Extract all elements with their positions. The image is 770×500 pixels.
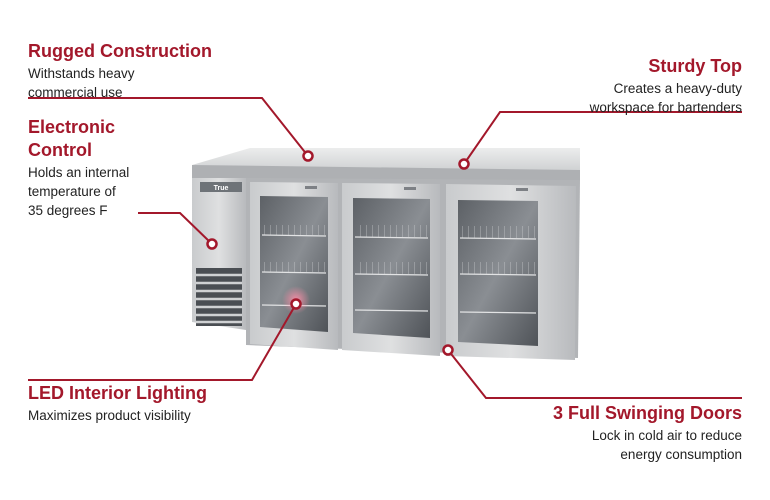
door-lock-icon bbox=[305, 186, 317, 189]
brand-logo: True bbox=[214, 185, 229, 192]
marker-dot-icon bbox=[458, 158, 470, 170]
desc-line: temperature of bbox=[28, 184, 116, 199]
desc-line: commercial use bbox=[28, 85, 123, 100]
desc-line: Holds an internal bbox=[28, 165, 130, 180]
door-lock-icon bbox=[516, 188, 528, 191]
door-lock-icon bbox=[404, 187, 416, 190]
feature-desc: Lock in cold air to reduce energy consum… bbox=[482, 426, 742, 464]
marker-dot-icon bbox=[302, 150, 314, 162]
feature-title: Sturdy Top bbox=[648, 56, 742, 76]
title-line: Control bbox=[28, 140, 92, 160]
callout-swinging-doors: 3 Full Swinging Doors Lock in cold air t… bbox=[482, 402, 742, 464]
feature-title: Electronic Control bbox=[28, 116, 148, 162]
callout-electronic-control: Electronic Control Holds an internal tem… bbox=[28, 116, 178, 220]
leader-electronic bbox=[138, 212, 213, 245]
feature-desc: Creates a heavy-duty workspace for barte… bbox=[482, 79, 742, 117]
marker-dot-icon bbox=[290, 298, 302, 310]
leader-rugged bbox=[28, 97, 309, 157]
desc-line: Maximizes product visibility bbox=[28, 408, 191, 423]
electronic-control-display bbox=[200, 182, 242, 192]
feature-desc: Holds an internal temperature of 35 degr… bbox=[28, 163, 178, 220]
desc-line: workspace for bartenders bbox=[589, 100, 742, 115]
callout-rugged-construction: Rugged Construction Withstands heavy com… bbox=[28, 40, 288, 102]
marker-dot-icon bbox=[206, 238, 218, 250]
door-middle bbox=[342, 183, 440, 356]
feature-desc: Withstands heavy commercial use bbox=[28, 64, 288, 102]
desc-line: Withstands heavy bbox=[28, 66, 135, 81]
desc-line: Creates a heavy-duty bbox=[613, 81, 742, 96]
sturdy-top-surface bbox=[192, 148, 580, 180]
marker-dot-icon bbox=[442, 344, 454, 356]
door-right bbox=[446, 184, 576, 360]
desc-line: 35 degrees F bbox=[28, 203, 108, 218]
feature-title: LED Interior Lighting bbox=[28, 383, 207, 403]
cabinet-side-panel: True bbox=[192, 178, 246, 330]
desc-line: energy consumption bbox=[620, 447, 742, 462]
callout-leader-lines bbox=[28, 97, 742, 399]
feature-title: 3 Full Swinging Doors bbox=[553, 403, 742, 423]
door-left bbox=[250, 182, 338, 350]
feature-desc: Maximizes product visibility bbox=[28, 406, 288, 425]
title-line: Electronic bbox=[28, 117, 116, 137]
leader-sturdy bbox=[463, 111, 742, 165]
desc-line: Lock in cold air to reduce bbox=[591, 428, 742, 443]
callout-sturdy-top: Sturdy Top Creates a heavy-duty workspac… bbox=[482, 55, 742, 117]
leader-led bbox=[28, 303, 297, 381]
vent-grille bbox=[196, 268, 242, 326]
leader-doors bbox=[447, 349, 742, 399]
feature-title: Rugged Construction bbox=[28, 41, 212, 61]
callout-markers bbox=[206, 150, 470, 356]
callout-led-interior-lighting: LED Interior Lighting Maximizes product … bbox=[28, 382, 288, 425]
